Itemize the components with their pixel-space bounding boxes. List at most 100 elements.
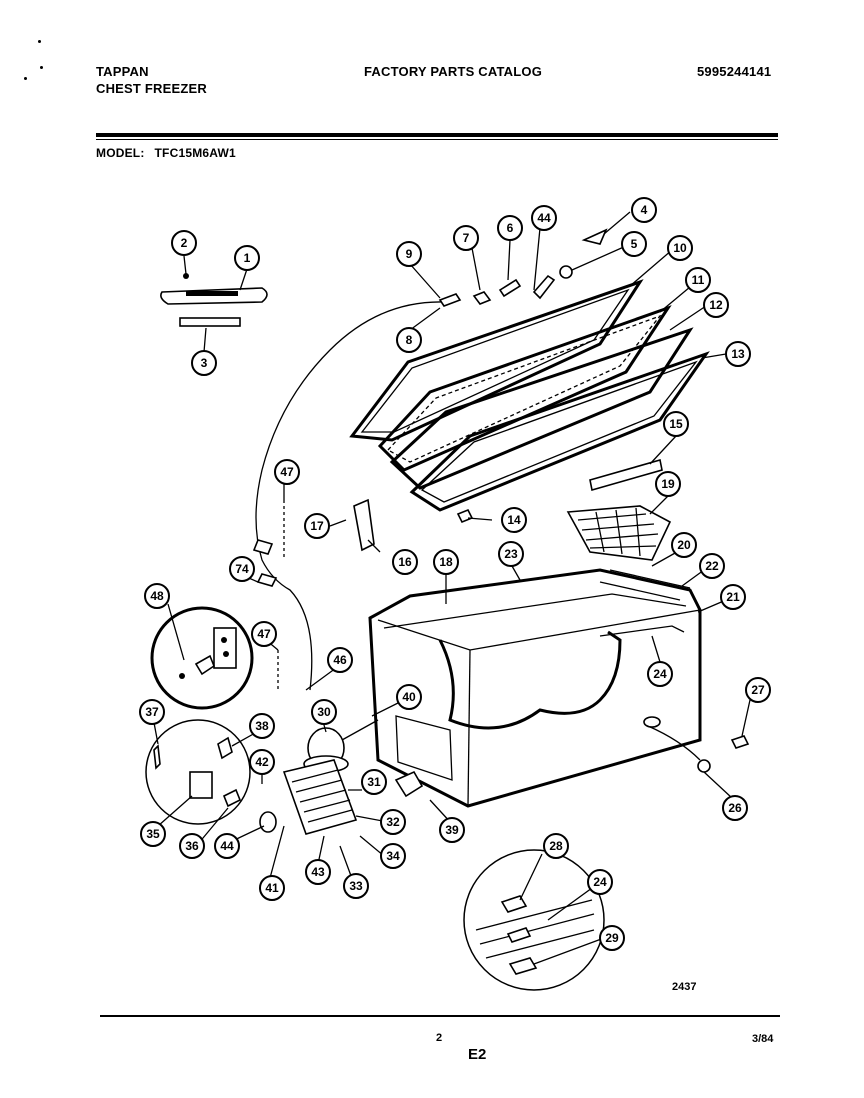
svg-text:11: 11	[692, 273, 705, 287]
part-callout: 9	[396, 241, 422, 267]
svg-text:43: 43	[311, 865, 325, 879]
part-callout: 32	[380, 809, 406, 835]
svg-text:7: 7	[463, 231, 470, 245]
lid-assembly	[349, 279, 710, 512]
part-callout: 13	[725, 341, 751, 367]
part-callout: 7	[453, 225, 479, 251]
part-callout: 16	[392, 549, 418, 575]
svg-text:13: 13	[731, 347, 745, 361]
part-callout: 48	[144, 583, 170, 609]
part-callout: 46	[327, 647, 353, 673]
part-callout: 22	[699, 553, 725, 579]
svg-text:6: 6	[507, 221, 514, 235]
svg-text:21: 21	[726, 590, 740, 604]
part-callout: 6	[497, 215, 523, 241]
part-callout: 5	[621, 231, 647, 257]
svg-text:27: 27	[751, 683, 765, 697]
svg-text:22: 22	[705, 559, 719, 573]
svg-text:74: 74	[235, 562, 249, 576]
part-callout: 28	[543, 833, 569, 859]
svg-text:39: 39	[445, 823, 459, 837]
part-callout: 26	[722, 795, 748, 821]
figure-number: 2437	[672, 981, 697, 993]
svg-text:1: 1	[244, 251, 251, 265]
part-callout: 39	[439, 817, 465, 843]
svg-text:18: 18	[439, 555, 453, 569]
page-number: 2	[436, 1032, 443, 1044]
svg-text:35: 35	[146, 827, 160, 841]
svg-text:29: 29	[605, 931, 619, 945]
svg-text:32: 32	[386, 815, 400, 829]
svg-text:16: 16	[398, 555, 412, 569]
svg-text:30: 30	[317, 705, 331, 719]
svg-text:10: 10	[673, 241, 687, 255]
brand-name: TAPPAN	[96, 64, 149, 79]
svg-text:24: 24	[593, 875, 607, 889]
storage-basket	[566, 505, 672, 561]
part-callout: 36	[179, 833, 205, 859]
svg-text:47: 47	[257, 627, 271, 641]
svg-text:8: 8	[406, 333, 413, 347]
svg-text:26: 26	[728, 801, 742, 815]
svg-text:44: 44	[537, 211, 551, 225]
svg-text:48: 48	[150, 589, 164, 603]
svg-text:41: 41	[265, 881, 279, 895]
svg-text:20: 20	[677, 538, 691, 552]
svg-text:34: 34	[386, 849, 400, 863]
svg-text:2: 2	[181, 236, 188, 250]
light-strip	[589, 458, 663, 492]
part-callout: 37	[139, 699, 165, 725]
part-callout: 34	[380, 843, 406, 869]
part-callout: 33	[343, 873, 369, 899]
control-detail-circle	[150, 606, 254, 710]
part-callout: 20	[671, 532, 697, 558]
svg-text:44: 44	[220, 839, 234, 853]
electrical-detail-circle	[145, 719, 251, 825]
catalog-number: 5995244141	[697, 64, 772, 79]
part-callout: 1	[234, 245, 260, 271]
svg-text:9: 9	[406, 247, 413, 261]
part-callout: 24	[647, 661, 673, 687]
handle-assembly	[160, 273, 268, 327]
part-callout: 24	[587, 869, 613, 895]
part-callout: 31	[361, 769, 387, 795]
part-callout: 38	[249, 713, 275, 739]
part-callout: 4	[631, 197, 657, 223]
svg-text:14: 14	[507, 513, 521, 527]
part-callout: 27	[745, 677, 771, 703]
part-callout: 41	[259, 875, 285, 901]
svg-text:47: 47	[280, 465, 294, 479]
part-callout: 10	[667, 235, 693, 261]
svg-text:33: 33	[349, 879, 363, 893]
svg-text:28: 28	[549, 839, 563, 853]
part-callout: 21	[720, 584, 746, 610]
part-callout: 23	[498, 541, 524, 567]
power-cord	[255, 301, 446, 691]
svg-text:15: 15	[669, 417, 683, 431]
part-callout: 17	[304, 513, 330, 539]
part-callout: 47	[251, 621, 277, 647]
part-callout: 15	[663, 411, 689, 437]
model-number: TFC15M6AW1	[154, 146, 236, 160]
model-line: MODEL:TFC15M6AW1	[96, 146, 246, 160]
svg-text:40: 40	[402, 690, 416, 704]
svg-text:3: 3	[201, 356, 208, 370]
svg-text:24: 24	[653, 667, 667, 681]
header-rule-thin	[96, 139, 778, 140]
catalog-title: FACTORY PARTS CATALOG	[364, 64, 543, 79]
part-callout: 8	[396, 327, 422, 353]
part-callout: 44	[214, 833, 240, 859]
header-rule-thick	[96, 133, 778, 137]
svg-text:17: 17	[310, 519, 324, 533]
part-callout: 11	[685, 267, 711, 293]
svg-text:36: 36	[185, 839, 199, 853]
part-callout: 2	[171, 230, 197, 256]
product-type: CHEST FREEZER	[96, 81, 207, 96]
part-callout: 3	[191, 350, 217, 376]
freezer-cabinet	[368, 568, 702, 808]
svg-text:23: 23	[504, 547, 518, 561]
part-callout: 44	[531, 205, 557, 231]
part-callout: 42	[249, 749, 275, 775]
svg-text:38: 38	[255, 719, 269, 733]
